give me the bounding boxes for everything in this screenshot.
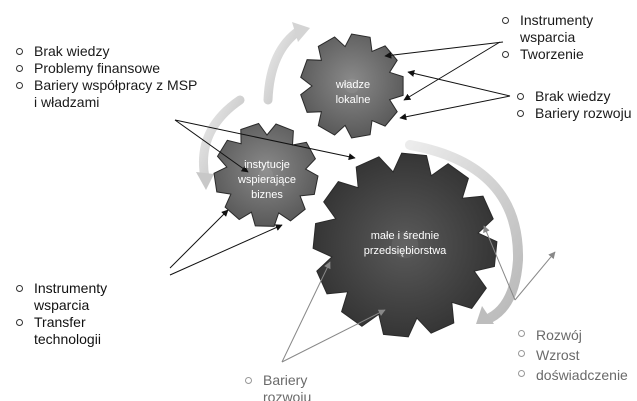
curved-arrow-left xyxy=(199,95,245,183)
list-item: Problemy finansowe xyxy=(14,60,199,77)
gear-label-middle-line3: biznes xyxy=(251,189,283,201)
gear-middle-shape xyxy=(213,122,319,227)
arrow-bottomcenter-to-big-gear-1 xyxy=(281,261,331,363)
curved-arrow-right-head xyxy=(476,306,494,324)
list-item: Bariery rozwoju xyxy=(515,105,635,122)
curved-arrow-right xyxy=(405,140,524,323)
gear-label-top: władze lokalne xyxy=(318,78,388,108)
gear-top-shape xyxy=(300,33,404,139)
list-item: Instrumenty wsparcia xyxy=(14,280,144,314)
gear-top-hub xyxy=(344,78,360,94)
arrow-topleft-to-middle-gear-1 xyxy=(174,119,356,161)
curved-arrow-top-head xyxy=(292,22,310,42)
list-item: Transfer technologii xyxy=(14,314,144,348)
gear-label-big: małe i średnie przedsiębiorstwa xyxy=(345,229,465,259)
list-bottom-right: Rozwój Wzrost doświadczenie xyxy=(516,325,634,385)
arrow-rightmid-to-top-gear-2 xyxy=(399,95,511,121)
list-item: Bariery współpracy z MSP i władzami xyxy=(14,77,199,111)
arrow-bottomcenter-to-big-gear-2 xyxy=(281,309,386,363)
gear-label-big-line2: przedsiębiorstwa xyxy=(363,245,447,257)
gear-local-authorities xyxy=(300,33,404,139)
list-item: Tworzenie xyxy=(500,46,610,63)
arrow-topright-to-top-gear-2 xyxy=(403,41,501,101)
gear-small-medium-enterprises xyxy=(312,152,498,338)
arrow-topright-to-top-gear-1 xyxy=(384,41,504,59)
arrow-bottomleft-to-middle-gear-1 xyxy=(169,209,229,269)
gear-big-hub xyxy=(391,231,419,259)
gear-label-big-line1: małe i średnie xyxy=(370,230,440,242)
list-top-left: Brak wiedzy Problemy finansowe Bariery w… xyxy=(14,43,199,111)
list-item: Brak wiedzy xyxy=(14,43,199,60)
list-top-right: Instrumenty wsparcia Tworzenie xyxy=(500,12,610,63)
curved-arrow-top xyxy=(263,25,305,105)
list-item: doświadczenie xyxy=(516,365,634,385)
gear-middle-hub xyxy=(258,167,274,183)
gear-business-support-institutions xyxy=(213,122,319,227)
list-item: Rozwój xyxy=(516,325,634,345)
list-right-mid: Brak wiedzy Bariery rozwoju xyxy=(515,88,635,122)
list-bottom-left: Instrumenty wsparcia Transfer technologi… xyxy=(14,280,144,348)
arrow-bottomright-to-big-gear-1 xyxy=(483,225,516,301)
arrow-rightmid-to-top-gear-1 xyxy=(407,70,511,97)
list-item: Instrumenty wsparcia xyxy=(500,12,610,46)
gear-label-top-line1: władze xyxy=(335,79,371,91)
gear-label-middle-line2: wspierające xyxy=(237,174,297,186)
list-item: Bariery rozwoju xyxy=(243,372,313,401)
list-item: Wzrost xyxy=(516,345,634,365)
curved-arrow-left-head xyxy=(196,172,214,190)
arrow-bottomright-to-big-gear-2 xyxy=(514,251,556,301)
gear-label-middle-line1: instytucje xyxy=(244,159,290,171)
arrow-topleft-to-middle-gear-2 xyxy=(174,119,249,173)
gear-label-top-line2: lokalne xyxy=(335,94,371,106)
gear-big-shape xyxy=(312,152,498,338)
arrow-bottomleft-to-middle-gear-2 xyxy=(169,224,283,276)
gear-label-middle: instytucje wspierające biznes xyxy=(222,158,312,203)
list-bottom-center: Bariery rozwoju xyxy=(243,372,313,401)
list-item: Brak wiedzy xyxy=(515,88,635,105)
